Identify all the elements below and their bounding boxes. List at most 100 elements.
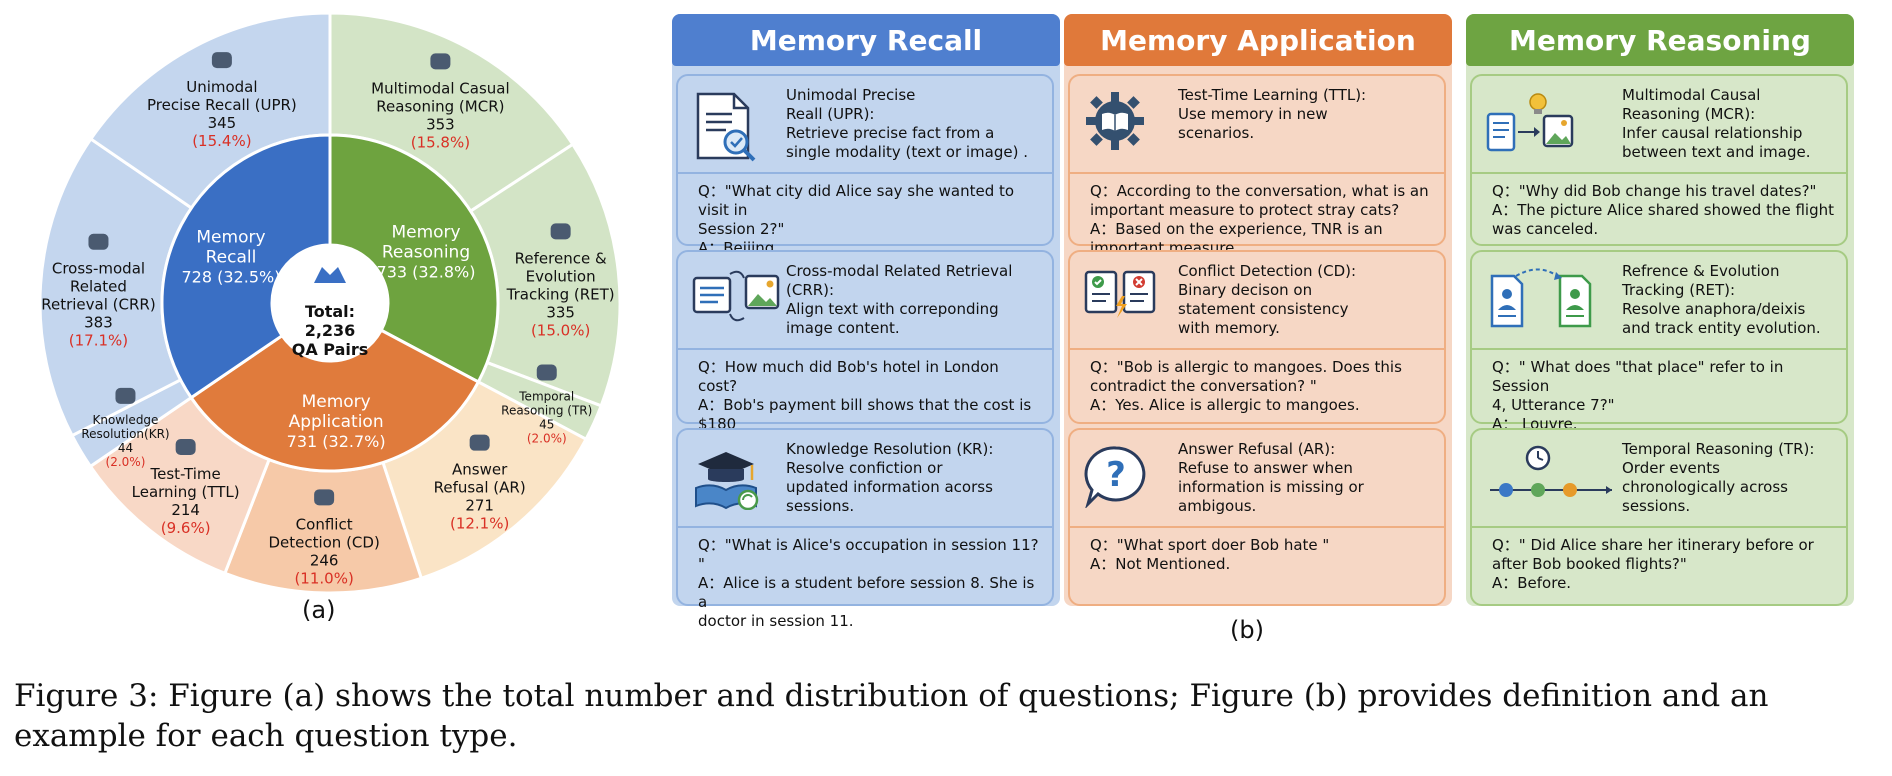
column-title: Memory Recall	[672, 14, 1060, 66]
example-answer: A：Alice is a student before session 8. S…	[698, 574, 1035, 630]
example-qa: Q：According to the conversation, what is…	[1090, 182, 1434, 258]
card-divider	[678, 172, 1052, 174]
outer-slice-label: Test-Time	[149, 465, 220, 483]
card-divider	[1070, 526, 1444, 528]
outer-slice-percent: (17.1%)	[69, 332, 128, 350]
example-qa: Q：" Did Alice share her itinerary before…	[1492, 536, 1836, 593]
question-type-card: Knowledge Resolution (KR):Resolve confic…	[676, 428, 1054, 630]
outer-slice-label: 353	[426, 115, 455, 133]
card-divider	[1070, 172, 1444, 174]
logo-icon	[314, 267, 346, 283]
graduation-book-icon	[692, 444, 764, 514]
figure-caption: Figure 3: Figure (a) shows the total num…	[14, 678, 1769, 754]
outer-slice-label: Detection (CD)	[268, 533, 379, 551]
card-divider	[1472, 172, 1846, 174]
panel-b-label: (b)	[1230, 616, 1264, 644]
type-description: Use memory in new scenarios.	[1178, 105, 1328, 142]
svg-text:?: ?	[1106, 455, 1126, 495]
type-name: Conflict Detection (CD):	[1178, 262, 1357, 280]
card-divider	[1070, 348, 1444, 350]
inner-slice-label: Application	[289, 412, 384, 432]
type-description: Order events chronologically across sess…	[1622, 459, 1788, 515]
type-description: Resolve anaphora/deixis and track entity…	[1622, 300, 1821, 337]
outer-slice-label: Conflict	[296, 515, 353, 533]
conflict-documents-icon	[1084, 266, 1158, 330]
example-qa: Q："Bob is allergic to mangoes. Does this…	[1090, 358, 1434, 415]
type-definition: Unimodal Precise Reall (UPR):Retrieve pr…	[786, 86, 1028, 162]
column-title: Memory Reasoning	[1466, 14, 1854, 66]
type-definition: Test-Time Learning (TTL):Use memory in n…	[1178, 86, 1366, 143]
example-question: Q："What sport doer Bob hate "	[1090, 536, 1330, 554]
robot-icon	[550, 223, 571, 240]
type-definition: Temporal Reasoning (TR):Order events chr…	[1622, 440, 1814, 516]
outer-slice-label: 383	[84, 314, 113, 332]
type-description: Binary decison on statement consistency …	[1178, 281, 1349, 337]
type-definition: Conflict Detection (CD):Binary decison o…	[1178, 262, 1356, 338]
inner-slice-label: Recall	[206, 248, 257, 268]
type-name: Multimodal Causal Reasoning (MCR):	[1622, 86, 1761, 123]
outer-slice-label: Multimodal Casual	[371, 79, 509, 97]
robot-icon	[430, 53, 451, 70]
outer-slice-label: Answer	[452, 461, 508, 479]
center-total-label: Total:	[305, 302, 355, 321]
card-divider	[1472, 526, 1846, 528]
outer-slice-label: Unimodal	[186, 78, 257, 96]
example-qa: Q：" What does "that place" refer to in S…	[1492, 358, 1836, 434]
inner-slice-value: 728 (32.5%)	[182, 268, 281, 287]
center-disc	[272, 245, 388, 361]
document-magnifier-icon	[692, 90, 764, 166]
inner-slice-label: Memory	[302, 392, 371, 412]
outer-slice-label: 214	[171, 501, 200, 519]
outer-slice-label: 271	[465, 497, 494, 515]
question-type-card: Unimodal Precise Reall (UPR):Retrieve pr…	[676, 74, 1054, 257]
example-qa: Q："What city did Alice say she wanted to…	[698, 182, 1042, 258]
robot-icon	[469, 434, 490, 451]
inner-slice-label: Memory	[391, 222, 460, 242]
outer-slice-label: 345	[208, 114, 237, 132]
outer-slice-label: Evolution	[526, 267, 596, 285]
type-description: Resolve confiction or updated informatio…	[786, 459, 993, 515]
type-description: Infer causal relationship between text a…	[1622, 124, 1811, 161]
question-type-card: ?Answer Refusal (AR):Refuse to answer wh…	[1068, 428, 1446, 606]
outer-slice-label: Cross-modal	[52, 260, 145, 278]
outer-slice-label: 335	[546, 303, 575, 321]
outer-slice-label: Reference &	[515, 249, 607, 267]
outer-slice-percent: (15.8%)	[411, 133, 470, 151]
example-question: Q：" Did Alice share her itinerary before…	[1492, 536, 1814, 573]
column-title: Memory Application	[1064, 14, 1452, 66]
question-type-card: Multimodal Causal Reasoning (MCR):Infer …	[1470, 74, 1848, 246]
type-description: Retrieve precise fact from a single moda…	[786, 124, 1028, 161]
type-name: Test-Time Learning (TTL):	[1178, 86, 1367, 104]
example-question: Q："What city did Alice say she wanted to…	[698, 182, 1015, 238]
example-qa: Q：How much did Bob's hotel in London cos…	[698, 358, 1042, 453]
type-name: Refrence & Evolution Tracking (RET):	[1622, 262, 1780, 299]
outer-slice-label: Reasoning (MCR)	[376, 97, 504, 115]
example-qa: Q："Why did Bob change his travel dates?"…	[1492, 182, 1836, 239]
robot-icon	[88, 233, 109, 250]
outer-slice-percent: (2.0%)	[106, 455, 146, 469]
outer-slice-percent: (11.0%)	[294, 569, 353, 587]
example-qa: Q："What is Alice's occupation in session…	[698, 536, 1042, 631]
inner-slice-label: Reasoning	[382, 242, 470, 262]
outer-slice-percent: (9.6%)	[161, 519, 211, 537]
example-answer: A：Yes. Alice is allergic to mangoes.	[1090, 396, 1360, 414]
robot-icon	[536, 364, 557, 381]
type-description: Align text with correponding image conte…	[786, 300, 999, 337]
outer-slice-label: Reasoning (TR)	[501, 403, 592, 417]
inner-slice-value: 731 (32.7%)	[287, 432, 386, 451]
question-bubble-icon: ?	[1084, 444, 1148, 512]
inner-slice-value: 733 (32.8%)	[377, 262, 476, 281]
text-image-exchange-icon	[692, 266, 782, 330]
card-divider	[678, 348, 1052, 350]
outer-slice-label: Knowledge	[92, 413, 158, 427]
type-name: Unimodal Precise Reall (UPR):	[786, 86, 916, 123]
card-divider	[678, 526, 1052, 528]
inner-slice-label: Memory	[196, 228, 265, 248]
outer-slice-label: 246	[310, 551, 339, 569]
question-type-card: Test-Time Learning (TTL):Use memory in n…	[1068, 74, 1446, 257]
center-total-label: 2,236	[305, 321, 356, 340]
outer-slice-label: Refusal (AR)	[434, 479, 526, 497]
example-answer: A：Before.	[1492, 574, 1572, 592]
